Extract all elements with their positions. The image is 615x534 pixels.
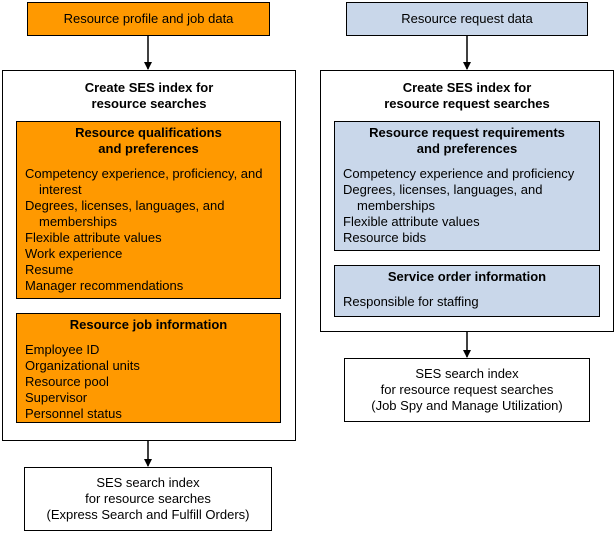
resource-index-title-line1: Create SES index for	[84, 80, 214, 95]
resource-request-result-line2: for resource request searches	[380, 382, 554, 397]
service-order-info-list: Responsible for staffing	[343, 294, 595, 310]
service-order-info-title: Service order information	[387, 269, 547, 284]
resource-request-result-line1: SES search index	[415, 366, 519, 381]
list-item: Flexible attribute values	[25, 230, 162, 245]
resource-qualifications-title-line1: Resource qualifications	[75, 125, 222, 140]
resource-request-requirements-title-line1: Resource request requirements	[369, 125, 565, 140]
resource-profile-input-label: Resource profile and job data	[63, 11, 234, 26]
resource-request-input-node: Resource request data	[346, 2, 588, 36]
list-item: Flexible attribute values	[343, 214, 480, 229]
resource-qualifications-box: Resource qualifications and preferences …	[16, 121, 281, 299]
resource-request-index-container: Create SES index for resource request se…	[320, 70, 614, 332]
list-item: Employee ID	[25, 342, 100, 357]
service-order-info-box: Service order information Responsible fo…	[334, 265, 600, 317]
resource-job-info-title: Resource job information	[69, 317, 228, 332]
resource-index-title-line2: resource searches	[91, 96, 207, 111]
resource-request-requirements-box: Resource request requirements and prefer…	[334, 121, 600, 251]
resource-request-index-title-line2: resource request searches	[384, 96, 550, 111]
resource-result-line1: SES search index	[96, 475, 200, 490]
list-item: Organizational units	[25, 358, 140, 373]
list-item: Degrees, licenses, languages, and member…	[343, 182, 543, 213]
list-item: Degrees, licenses, languages, and member…	[25, 198, 225, 229]
resource-job-info-box: Resource job information Employee ID Org…	[16, 313, 281, 423]
list-item: Supervisor	[25, 390, 88, 405]
list-item: Resource bids	[343, 230, 427, 245]
resource-job-info-list: Employee ID Organizational units Resourc…	[25, 342, 277, 422]
resource-qualifications-title-line2: and preferences	[98, 141, 199, 156]
resource-result-line3: (Express Search and Fulfill Orders)	[46, 507, 250, 522]
resource-request-result-line3: (Job Spy and Manage Utilization)	[371, 398, 563, 413]
resource-result-line2: for resource searches	[85, 491, 211, 506]
resource-qualifications-list: Competency experience, proficiency, and …	[25, 166, 277, 294]
list-item: Manager recommendations	[25, 278, 184, 293]
list-item: Work experience	[25, 246, 123, 261]
list-item: Resume	[25, 262, 74, 277]
list-item: Personnel status	[25, 406, 122, 421]
list-item: Competency experience and proficiency	[343, 166, 575, 181]
resource-index-container: Create SES index for resource searches R…	[2, 70, 296, 441]
resource-request-search-index-result: SES search index for resource request se…	[344, 358, 590, 422]
resource-request-input-label: Resource request data	[401, 11, 533, 26]
list-item: Competency experience, proficiency, and …	[25, 166, 263, 197]
resource-profile-input-node: Resource profile and job data	[27, 2, 270, 36]
resource-request-requirements-title-line2: and preferences	[416, 141, 518, 156]
list-item: Responsible for staffing	[343, 294, 479, 309]
list-item: Resource pool	[25, 374, 109, 389]
resource-request-index-title-line1: Create SES index for	[402, 80, 532, 95]
resource-search-index-result: SES search index for resource searches (…	[24, 467, 272, 531]
resource-request-requirements-list: Competency experience and proficiency De…	[343, 166, 595, 246]
